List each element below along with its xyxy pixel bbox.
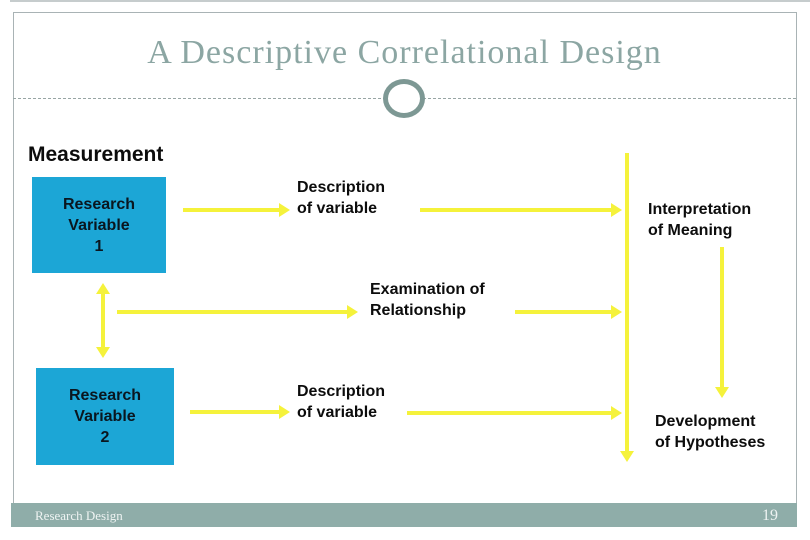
- arrow-variables-to-examination: [117, 305, 358, 319]
- research-variable-2-label: Research Variable 2: [68, 387, 142, 446]
- page-number: 19: [762, 507, 778, 524]
- arrow-variable1-to-description1: [183, 203, 290, 217]
- footer-bar: [11, 503, 797, 527]
- top-divider-line: [10, 0, 810, 2]
- research-variable-1-box: Research Variable 1: [32, 177, 166, 273]
- arrow-double-between-variables: [96, 283, 110, 358]
- arrow-variable2-to-description2: [190, 405, 290, 419]
- footer-title: Research Design: [35, 508, 123, 523]
- arrow-description1-to-interpretation: [420, 203, 622, 217]
- slide-title: A Descriptive Correlational Design: [147, 34, 662, 71]
- interpretation-of-meaning-label: Interpretation of Meaning: [648, 201, 752, 239]
- examination-of-relationship-label: Examination of Relationship: [370, 281, 485, 319]
- arrow-description2-to-development: [407, 406, 622, 420]
- development-of-hypotheses-label: Development of Hypotheses: [655, 413, 766, 451]
- arrow-examination-to-line: [515, 305, 622, 319]
- research-variable-1-label: Research Variable 1: [62, 195, 136, 255]
- arrow-interpretation-to-development: [715, 247, 729, 398]
- circle-ornament-icon: [383, 79, 425, 118]
- description-of-variable-1-label: Description of variable: [297, 179, 386, 217]
- research-variable-2-box: Research Variable 2: [36, 368, 174, 465]
- arrow-vertical-main-down: [620, 153, 634, 462]
- section-heading-measurement: Measurement: [28, 143, 164, 166]
- description-of-variable-2-label: Description of variable: [297, 383, 386, 421]
